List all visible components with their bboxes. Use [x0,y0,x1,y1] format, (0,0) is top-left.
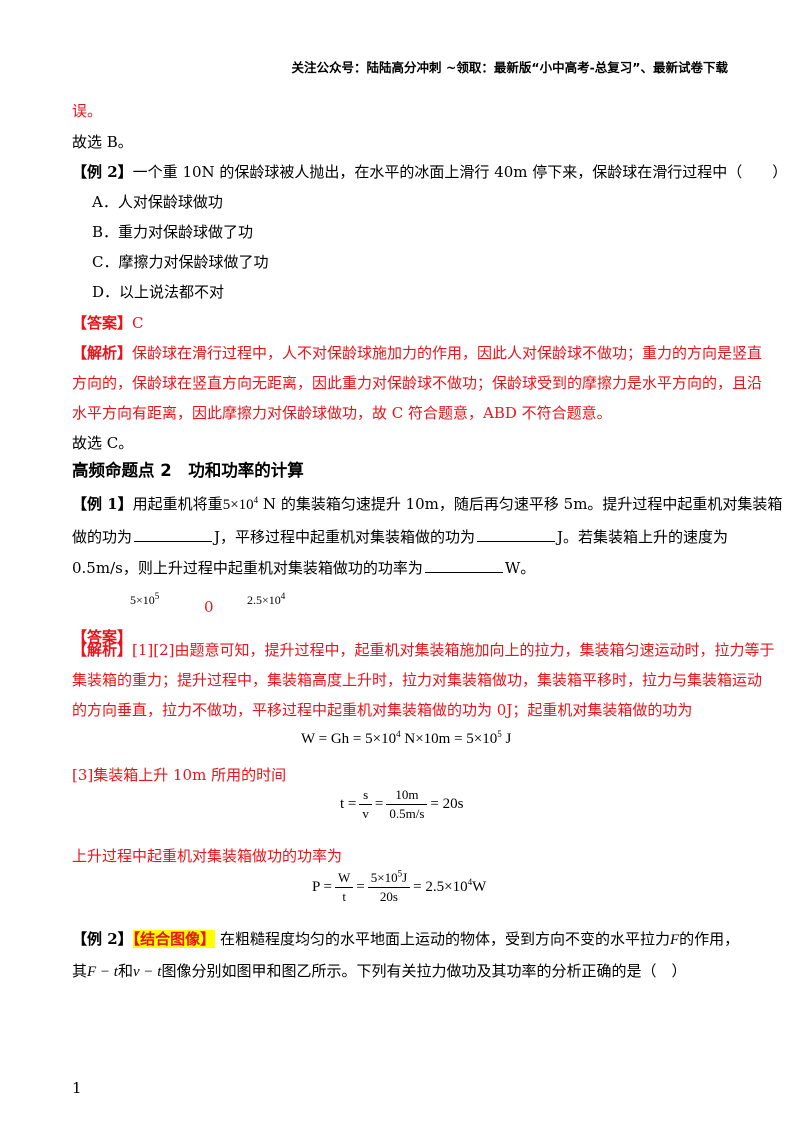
example-2b-line-1: 【例 2】【结合图像】 在粗糙程度均匀的水平地面上运动的物体，受到方向不变的水平… [72,930,740,948]
answer-row: 【答案】C [72,312,144,333]
answer-blank-2[interactable] [477,527,556,542]
answer-blank-3[interactable] [424,558,503,573]
tag-badge: 【结合图像】 [132,930,216,948]
example-2-stem: 【例 2】一个重 10N 的保龄球被人抛出，在水平的冰面上滑行 40m 停下来，… [72,161,787,182]
answer-label: 【答案】 [72,628,133,646]
example-2b-line-2: 其F − t和v − t图像分别如图甲和图乙所示。下列有关拉力做功及其功率的分析… [72,962,687,980]
page-header: 关注公众号：陆陆高分冲刺 ~领取：最新版“小中高考-总复习”、最新试卷下载 [291,60,728,75]
prev-choice: 故选 B。 [72,133,133,151]
prev-analysis-tail: 误。 [72,102,103,120]
analysis-line-3: 水平方向有距离，因此摩擦力对保龄球做功，故 C 符合题意，ABD 不符合题意。 [72,404,612,422]
analysis-label: 【解析】 [72,344,133,362]
answer-blank-1[interactable] [134,527,213,542]
analysis-line-2: 集装箱的重力；提升过程中，集装箱高度上升时，拉力对集装箱做功，集装箱平移时，拉力… [72,671,763,689]
option-c: C．摩擦力对保龄球做了功 [92,253,269,271]
example-1-line-1: 【例 1】用起重机将重5×104 N 的集装箱匀速提升 10m，随后再匀速平移 … [72,495,783,513]
analysis-line-3: 的方向垂直，拉力不做功，平移过程中起重机对集装箱做的功为 0J；起重机对集装箱做… [72,701,693,719]
example-label: 【例 1】 [72,495,133,513]
analysis-line-1: 【解析】保龄球在滑行过程中，人不对保龄球施加力的作用，因此人对保龄球不做功；重力… [72,344,763,362]
time-intro: [3]集装箱上升 10m 所用的时间 [72,766,287,784]
answer-value-2: 0 [204,598,214,616]
equation-work: W = Gh = 5×104 N×10m = 5×105 J [301,729,512,748]
analysis-line-2: 方向的，保龄球在竖直方向无距离，因此重力对保龄球不做功；保龄球受到的摩擦力是水平… [72,374,763,392]
answer-value-1: 5×105 [130,591,160,608]
analysis-line-1: 【解析】[1][2]由题意可知，提升过程中，起重机对集装箱施加向上的拉力，集装箱… [72,641,775,659]
analysis-label: 【解析】 [72,641,133,659]
answer-label: 【答案】 [72,314,133,332]
option-d: D．以上说法都不对 [92,283,225,301]
option-a: A．人对保龄球做功 [92,193,223,211]
example-label: 【例 2】 [72,930,133,948]
option-b: B．重力对保龄球做了功 [92,223,254,241]
answer-value: C [132,314,144,332]
power-intro: 上升过程中起重机对集装箱做功的功率为 [72,847,343,865]
section-heading: 高频命题点 2 功和功率的计算 [72,461,304,480]
example-label: 【例 2】 [72,163,133,181]
page-number: 1 [72,1079,82,1097]
choice-line: 故选 C。 [72,434,134,452]
answer-value-3: 2.5×104 [247,591,286,608]
question-text: 一个重 10N 的保龄球被人抛出，在水平的冰面上滑行 40m 停下来，保龄球在滑… [132,163,788,181]
